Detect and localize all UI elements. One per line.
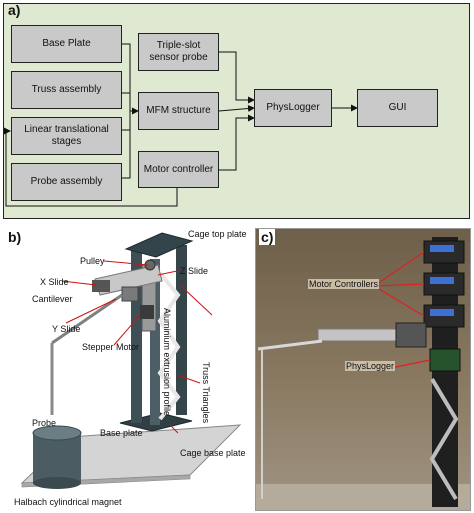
x-motor-shape bbox=[92, 280, 110, 292]
label-stepper-motor: Stepper Motor bbox=[82, 342, 140, 352]
label-cage-top-plate: Cage top plate bbox=[188, 229, 247, 239]
photo-illustration bbox=[256, 229, 470, 510]
arrow-motor-to-physlogger bbox=[219, 114, 255, 171]
label-physlogger: PhysLogger bbox=[345, 361, 396, 371]
stepper-motor-shape bbox=[140, 305, 154, 319]
setup-photograph bbox=[255, 228, 471, 511]
label-cantilever: Cantilever bbox=[32, 294, 73, 304]
cantilever-shape bbox=[51, 293, 123, 345]
label-x-slide: X Slide bbox=[40, 277, 69, 287]
label-aluminium-profile: Aluminium extrusion profile bbox=[162, 308, 172, 417]
box-truss-assembly: Truss assembly bbox=[11, 71, 122, 109]
box-mfm-structure: MFM structure bbox=[138, 92, 219, 130]
photo-cantilever bbox=[257, 339, 323, 351]
tower-column-middle bbox=[150, 259, 160, 425]
box-motor-controller: Motor controller bbox=[138, 151, 219, 188]
panel-a-label: a) bbox=[8, 2, 21, 18]
panel-c-label: c) bbox=[259, 229, 276, 245]
box-base-plate: Base Plate bbox=[11, 25, 122, 63]
label-probe: Probe bbox=[32, 418, 57, 428]
label-cage-base-plate: Cage base plate bbox=[180, 448, 246, 458]
cage-top-plate-shape bbox=[124, 232, 194, 258]
tower-column-right bbox=[176, 245, 187, 415]
label-halbach-magnet: Halbach cylindrical magnet bbox=[14, 497, 122, 507]
label-pulley: Pulley bbox=[80, 256, 105, 266]
halbach-magnet-shape bbox=[32, 425, 82, 441]
box-gui: GUI bbox=[357, 89, 438, 127]
left-column-trunk bbox=[122, 43, 131, 179]
box-linear-stages: Linear translational stages bbox=[11, 117, 122, 155]
block-diagram-connectors bbox=[4, 43, 358, 207]
panel-b-label: b) bbox=[8, 229, 22, 245]
label-y-slide: Y Slide bbox=[52, 324, 81, 334]
box-physlogger: PhysLogger bbox=[254, 89, 332, 127]
tower-column-left bbox=[131, 251, 142, 423]
truss-triangles-shape bbox=[157, 271, 181, 421]
y-slide-shape bbox=[121, 286, 139, 302]
label-base-plate: Base plate bbox=[100, 428, 143, 438]
cad-rendering bbox=[20, 232, 242, 489]
arrow-mfm-to-physlogger bbox=[218, 105, 255, 112]
arrow-sensor-to-physlogger bbox=[219, 51, 255, 104]
label-z-slide: Z Slide bbox=[180, 266, 209, 276]
feedback-loop-arrow bbox=[4, 127, 178, 207]
label-truss-triangles: Truss Triangles bbox=[201, 362, 211, 424]
box-probe-assembly: Probe assembly bbox=[11, 163, 122, 201]
box-triple-slot-sensor-probe: Triple-slot sensor probe bbox=[138, 33, 219, 71]
photo-physlogger bbox=[429, 348, 461, 372]
label-motor-controllers: Motor Controllers bbox=[308, 279, 380, 289]
